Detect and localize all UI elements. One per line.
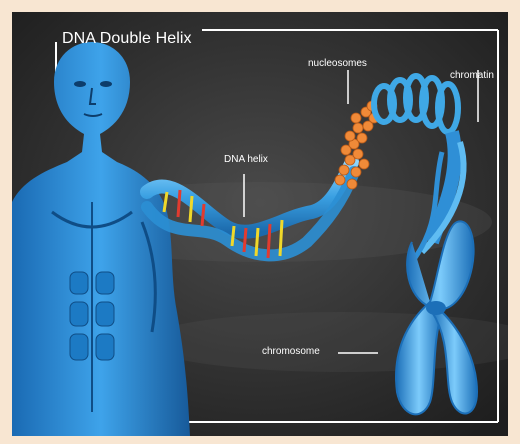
label-chromosome: chromosome [262,346,320,357]
label-chromatin: chromatin [450,70,494,81]
label-dna-helix: DNA helix [224,154,268,165]
diagram-illustration [12,12,508,436]
diagram-canvas: DNA Double Helix nucleosomes chromatin D… [12,12,508,436]
label-nucleosomes: nucleosomes [308,58,367,69]
diagram-title: DNA Double Helix [62,30,192,48]
